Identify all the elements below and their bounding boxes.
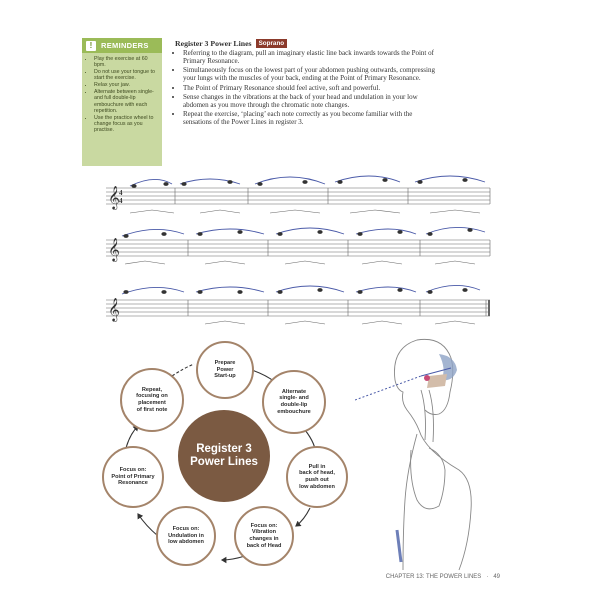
instruction-item: Repeat the exercise, ‘placing’ each note…	[183, 110, 440, 127]
instruction-item: Simultaneously focus on the lowest part …	[183, 66, 440, 83]
reminders-title: REMINDERS	[101, 41, 149, 50]
wheel-node-label: Repeat, focusing on placement of first n…	[136, 386, 168, 413]
reminder-item: Use the practice wheel to change focus a…	[94, 115, 159, 134]
music-staff-2: 𝄞	[100, 222, 492, 268]
reminder-item: Do not use your tongue to start the exer…	[94, 69, 159, 82]
instruction-item: Sense changes in the vibrations at the b…	[183, 93, 440, 110]
exclamation-icon: !	[86, 40, 96, 51]
wheel-node-undulation: Focus on: Undulation in low abdomen	[156, 506, 216, 566]
footer-separator: ·	[486, 574, 489, 580]
reminders-list: Play the exercise at 60 bpm. Do not use …	[82, 56, 162, 134]
instructions: Register 3 Power Lines Soprano Referring…	[175, 39, 440, 129]
wheel-node-label: Pull in back of head, push out low abdom…	[299, 463, 335, 490]
wheel-node-label: Alternate single- and double-lip embouch…	[277, 388, 311, 415]
wheel-center: Register 3 Power Lines	[178, 410, 270, 502]
wheel-node-vibration: Focus on: Vibration changes in back of H…	[234, 506, 294, 566]
reminder-item: Alternate between single- and full doubl…	[94, 89, 159, 114]
svg-text:4: 4	[119, 189, 123, 197]
wheel-node-prepare: Prepare Power Start-up	[196, 341, 254, 399]
reminders-box: ! REMINDERS Play the exercise at 60 bpm.…	[82, 38, 162, 166]
svg-text:𝄞: 𝄞	[108, 297, 120, 322]
page-footer: CHAPTER 13: THE POWER LINES · 49	[386, 574, 500, 580]
wheel-node-label: Prepare Power Start-up	[214, 360, 236, 380]
staff-notation: 𝄞	[106, 227, 491, 265]
wheel-node-repeat: Repeat, focusing on placement of first n…	[120, 368, 184, 432]
svg-text:𝄞: 𝄞	[108, 185, 120, 210]
section-heading: Register 3 Power Lines Soprano	[175, 39, 440, 48]
wheel-node-label: Focus on: Undulation in low abdomen	[168, 526, 204, 546]
wheel-node-label: Focus on: Point of Primary Resonance	[111, 467, 155, 487]
staff-notation: 𝄞 4 4	[106, 175, 491, 214]
section-title: Register 3 Power Lines	[175, 39, 252, 48]
wheel-node-resonance: Focus on: Point of Primary Resonance	[102, 446, 164, 508]
voice-badge: Soprano	[255, 39, 288, 48]
reminder-item: Play the exercise at 60 bpm.	[94, 56, 159, 69]
wheel-node-pull-in: Pull in back of head, push out low abdom…	[286, 446, 348, 508]
wheel-center-label: Register 3 Power Lines	[190, 443, 258, 468]
instruction-item: The Point of Primary Resonance should fe…	[183, 84, 440, 93]
music-staff-1: 𝄞 4 4	[100, 172, 492, 218]
page-number: 49	[493, 574, 500, 580]
wheel-node-alternate: Alternate single- and double-lip embouch…	[262, 370, 326, 434]
music-staff-3: 𝄞	[100, 280, 492, 326]
wheel-node-label: Focus on: Vibration changes in back of H…	[246, 522, 282, 549]
instruction-list: Referring to the diagram, pull an imagin…	[175, 49, 440, 127]
svg-text:4: 4	[119, 197, 123, 205]
reminder-item: Relax your jaw.	[94, 82, 159, 88]
chapter-label: CHAPTER 13: THE POWER LINES	[385, 574, 482, 580]
anatomy-figure	[355, 338, 472, 571]
svg-text:𝄞: 𝄞	[108, 237, 120, 262]
instruction-item: Referring to the diagram, pull an imagin…	[183, 49, 440, 66]
staff-notation: 𝄞	[106, 285, 490, 325]
reminders-header: ! REMINDERS	[82, 38, 162, 53]
